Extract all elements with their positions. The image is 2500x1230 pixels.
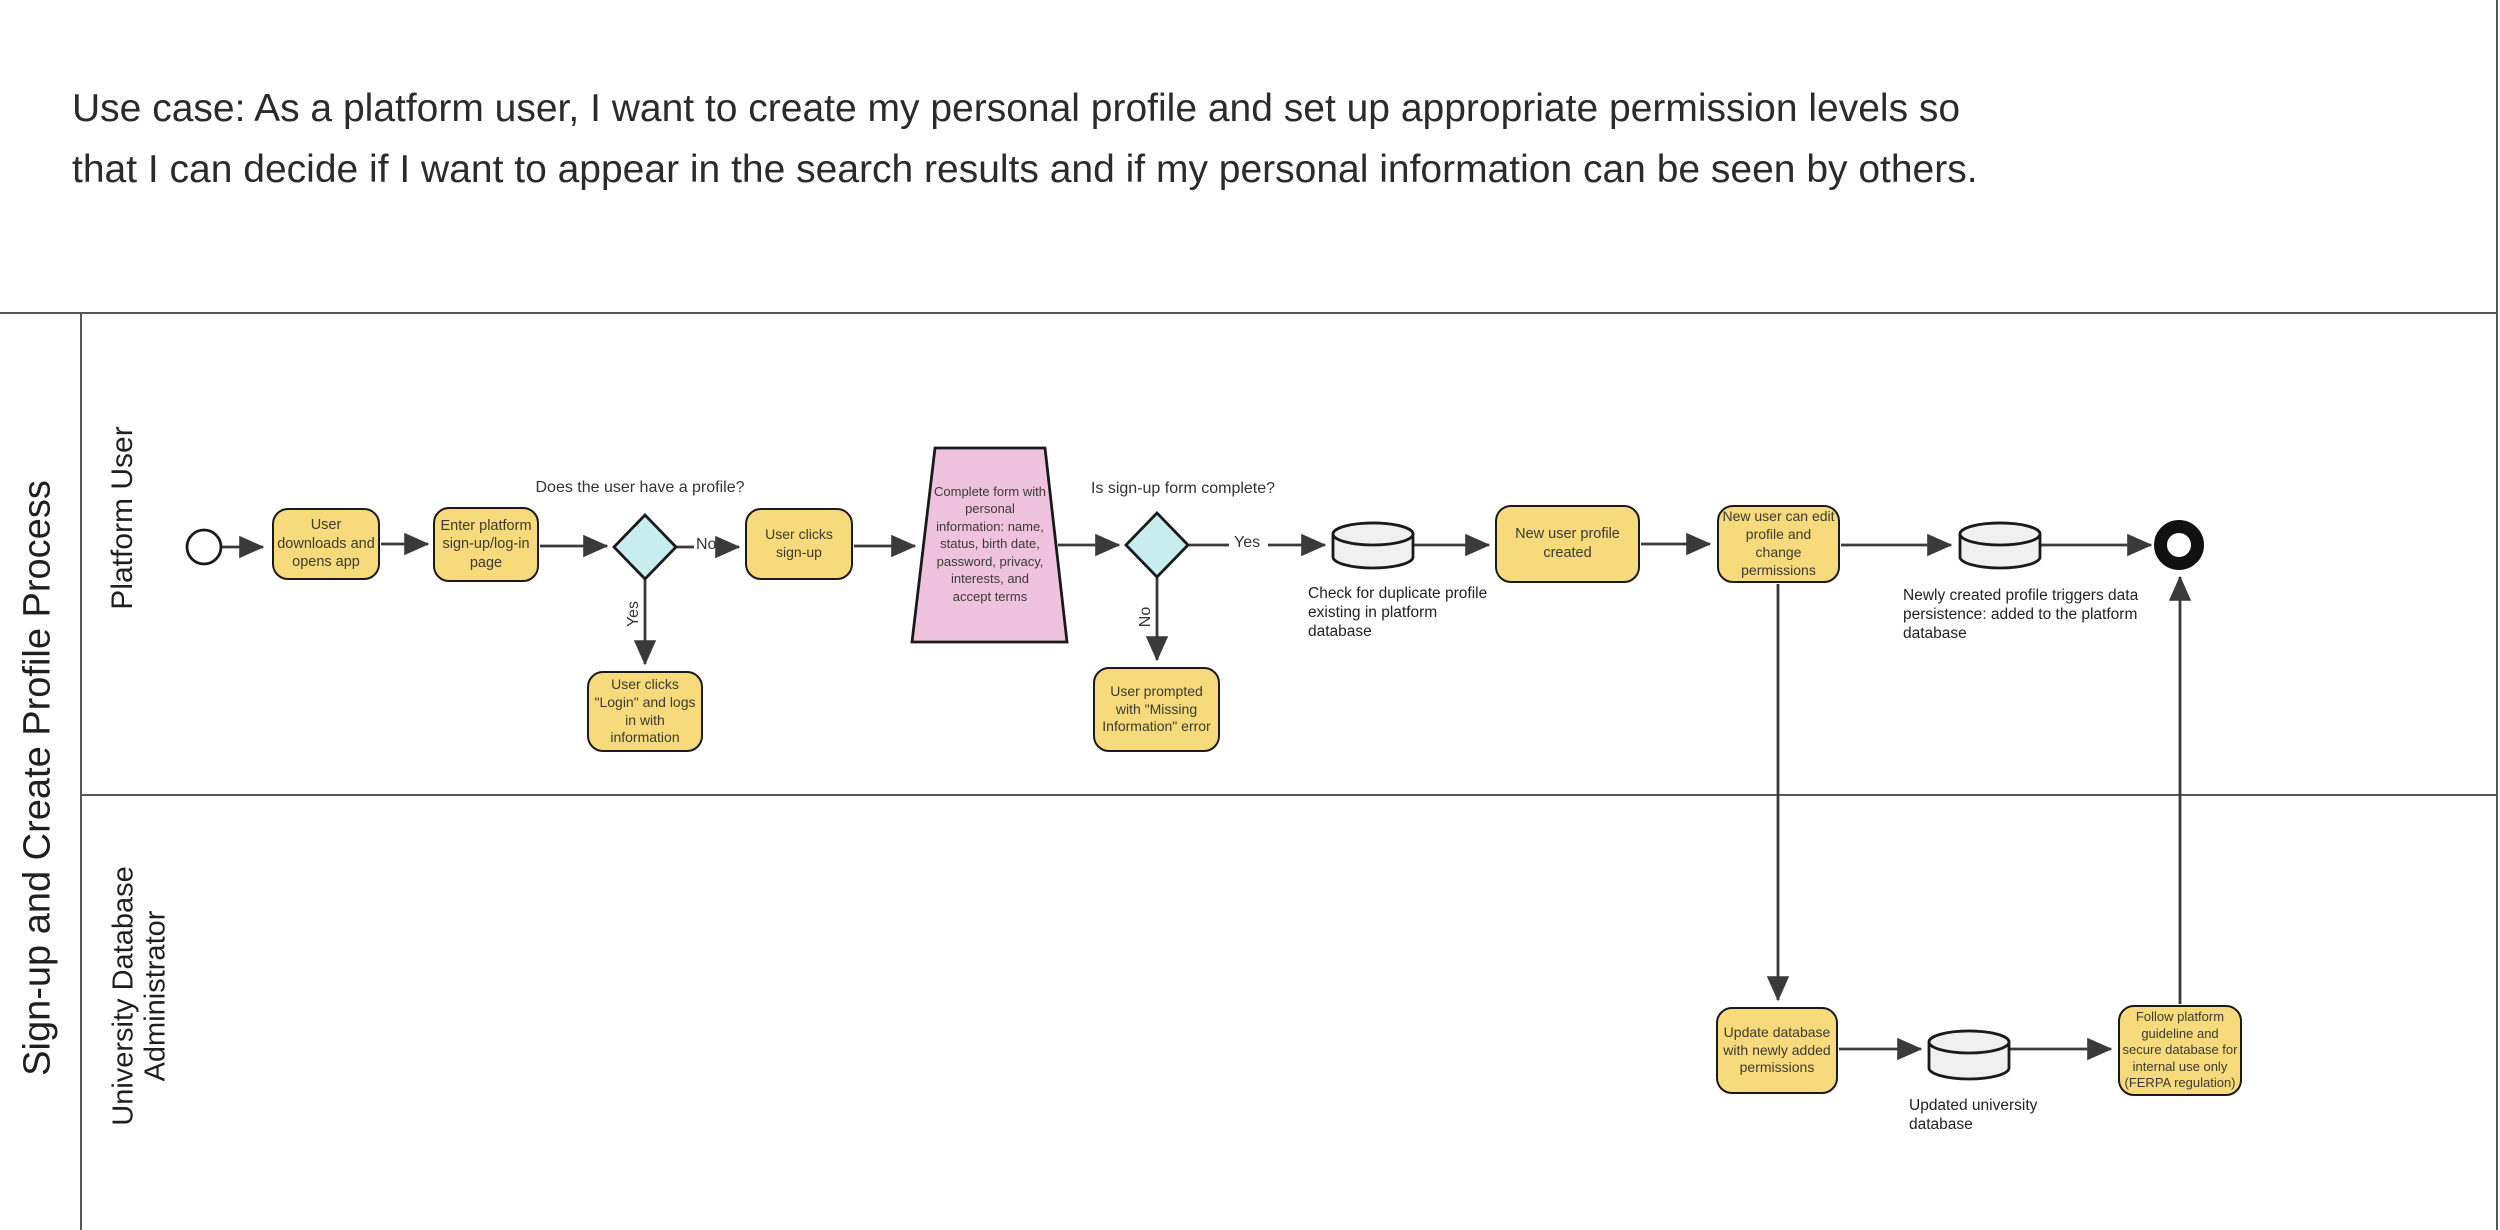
lane-label-line-2: Administrator <box>140 910 172 1082</box>
caption-updated-university-db: Updated university database <box>1909 1097 2038 1133</box>
task-enter-platform-page[interactable]: Enter platform sign-up/log-in page <box>433 507 539 582</box>
question-form-complete: Is sign-up form complete? <box>1090 480 1276 497</box>
form-data-object[interactable] <box>910 446 1069 644</box>
task-edit-profile-permissions[interactable]: New user can edit profile and change per… <box>1717 505 1840 583</box>
lane-label-line-1: University Database <box>107 866 140 1126</box>
edge-label-no-gateway2: No <box>1137 606 1154 628</box>
caption-check-duplicate: Check for duplicate profile existing in … <box>1308 585 1488 640</box>
pool-title: Sign-up and Create Profile Process <box>16 480 59 1076</box>
task-new-profile-created[interactable]: New user profile created <box>1495 505 1640 583</box>
database-persistence[interactable] <box>1958 521 2042 570</box>
gateway-has-profile[interactable] <box>612 512 678 582</box>
edge-label-yes-gateway2: Yes <box>1234 534 1261 551</box>
task-user-clicks-login[interactable]: User clicks "Login" and logs in with inf… <box>587 671 703 752</box>
gateway-form-complete[interactable] <box>1124 510 1190 580</box>
caption-data-persistence: Newly created profile triggers data pers… <box>1903 587 2139 642</box>
edge-label-no-gateway1: No <box>696 536 717 553</box>
lane-label-platform-user: Platform User <box>106 426 139 610</box>
use-case-text: Use case: As a platform user, I want to … <box>72 78 1978 200</box>
task-update-database[interactable]: Update database with newly added permiss… <box>1716 1007 1838 1094</box>
database-check-duplicate[interactable] <box>1331 521 1415 570</box>
question-has-profile: Does the user have a profile? <box>535 479 745 496</box>
sequence-flows <box>222 532 2192 1061</box>
database-university[interactable] <box>1927 1029 2011 1081</box>
lane-label-university-db-admin: University Database Administrator <box>108 781 173 1211</box>
start-event[interactable] <box>185 528 223 566</box>
task-ferpa-guideline[interactable]: Follow platform guideline and secure dat… <box>2118 1005 2242 1096</box>
form-data-object-label: Complete form with personal information:… <box>934 483 1046 604</box>
task-user-clicks-signup[interactable]: User clicks sign-up <box>745 508 853 580</box>
task-user-downloads-app[interactable]: User downloads and opens app <box>272 508 380 580</box>
use-case-line-1: Use case: As a platform user, I want to … <box>72 87 1961 130</box>
use-case-line-2: that I can decide if I want to appear in… <box>72 148 1978 191</box>
task-missing-information-error[interactable]: User prompted with "Missing Information"… <box>1093 667 1220 752</box>
edge-label-yes-gateway1: Yes <box>625 600 642 628</box>
end-event[interactable] <box>2154 520 2204 570</box>
